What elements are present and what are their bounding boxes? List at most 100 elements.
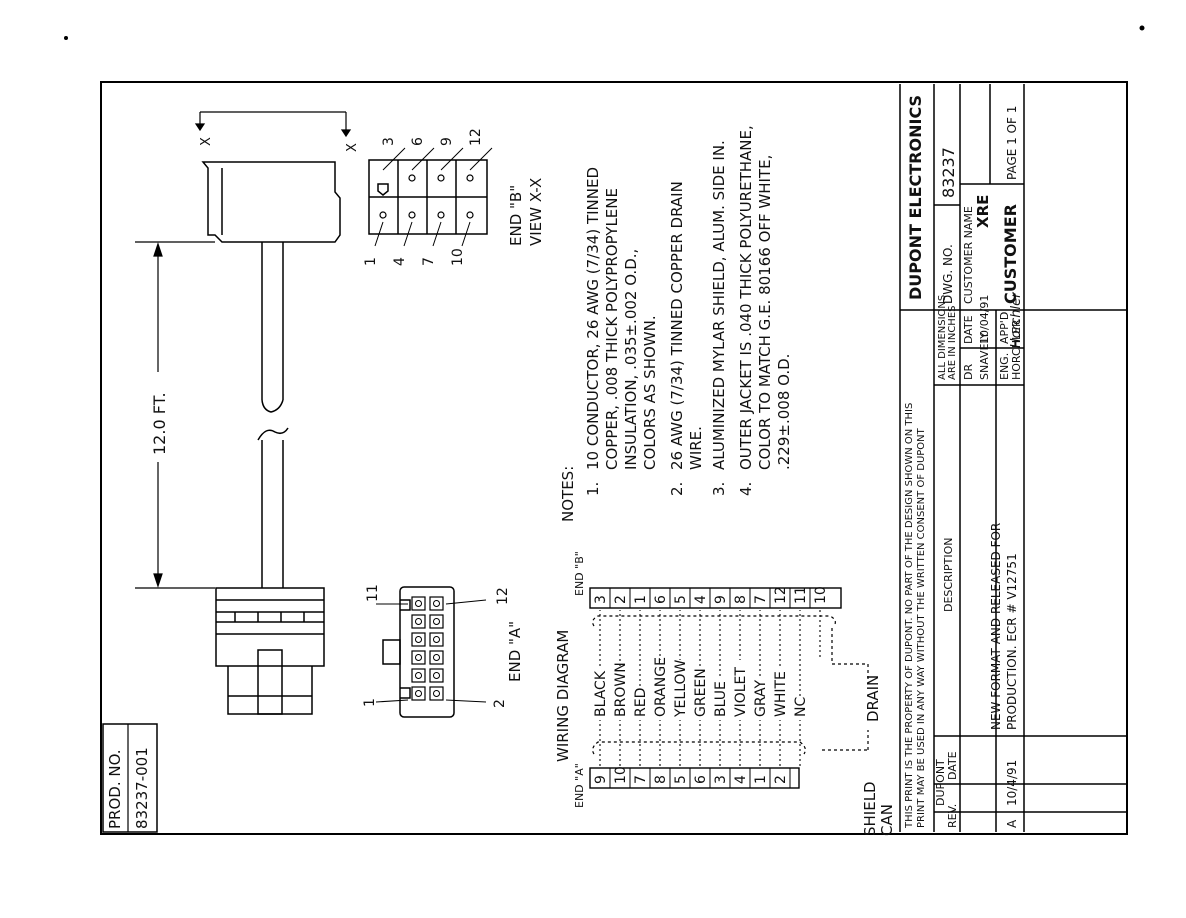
- end-a-contact: [411, 668, 426, 683]
- wiring-end-a-pin: 9: [593, 775, 609, 784]
- view-xx-label: VIEW X-X: [527, 178, 545, 246]
- note-4-line-2: COLOR TO MATCH G.E. 80166 OFF WHITE,: [756, 155, 774, 470]
- end-a-contact-pin: [433, 672, 440, 679]
- dr-name: SNAVELY: [978, 332, 991, 380]
- revision-desc-line-2: PRODUCTION. ECR # V12751: [1005, 553, 1019, 730]
- note-4-line-3: .229±.008 O.D.: [775, 354, 793, 470]
- wiring-end-b-pin: 6: [653, 595, 669, 604]
- end-a-contact: [429, 614, 444, 629]
- end-a-contact-pin: [433, 636, 440, 643]
- wiring-end-a-pin: 2: [773, 775, 789, 784]
- wiring-color-label: BROWN: [613, 662, 629, 717]
- notes: NOTES: 1. 10 CONDUCTOR, 26 AWG (7/34) TI…: [559, 125, 793, 522]
- approval-signature: Horchler: [1009, 291, 1024, 348]
- note-3-line-1: ALUMINIZED MYLAR SHIELD, ALUM. SIDE IN.: [710, 140, 728, 470]
- end-a-pin-1: 1: [362, 698, 378, 707]
- end-b-pin-number: 12: [468, 128, 484, 146]
- end-b-leader: [374, 221, 384, 247]
- speck: [1139, 25, 1145, 31]
- cable-break-lower: [257, 427, 289, 588]
- customer-label: CUSTOMER: [1001, 204, 1020, 304]
- end-a-contact: [429, 668, 444, 683]
- note-1-line-3: INSULATION, .035±.002 O.D.,: [622, 249, 640, 470]
- eng-label: ENG.: [998, 353, 1011, 380]
- can-label: CAN: [878, 804, 896, 836]
- wiring-label-backing: [711, 678, 729, 720]
- end-a-pin-2: 2: [492, 699, 508, 708]
- wiring-label-backing: [791, 696, 809, 720]
- revision-desc-line-1: NEW FORMAT AND RELEASED FOR: [989, 523, 1003, 730]
- dr-label: DR: [962, 364, 975, 380]
- end-a-contact: [411, 596, 426, 611]
- dims-line-1: ALL DIMENSIONS: [937, 295, 948, 380]
- wiring-color-label: GREEN: [693, 668, 709, 717]
- page-label: PAGE 1 OF 1: [1005, 106, 1019, 180]
- wiring-end-a-pin: 5: [673, 775, 689, 784]
- wiring-title: WIRING DIAGRAM: [554, 630, 572, 762]
- end-a-contact: [411, 650, 426, 665]
- shield-label: SHIELD: [861, 781, 879, 836]
- wiring-color-label: GRAY: [753, 680, 769, 717]
- end-b-pin-number: 4: [392, 257, 408, 266]
- end-a-contact-pin: [415, 618, 422, 625]
- end-a-contact-pin: [415, 636, 422, 643]
- dwg-no: 83237: [939, 147, 958, 198]
- wiring-end-a-pin: 8: [653, 775, 669, 784]
- wiring-label-backing: [731, 660, 749, 720]
- wiring-color-label: VIOLET: [733, 667, 749, 717]
- revision-letter: A: [1005, 819, 1019, 828]
- title-block-frame: [899, 84, 1127, 832]
- note-1-line-4: COLORS AS SHOWN.: [641, 315, 659, 470]
- wiring-end-b-pin: 3: [593, 595, 609, 604]
- prod-no-value: 83237-001: [133, 747, 151, 829]
- end-b-leader: [432, 221, 442, 247]
- end-a-cell-layer: [411, 596, 444, 701]
- section-marker-left: X: [199, 137, 214, 146]
- end-a-contact: [411, 614, 426, 629]
- customer-name: XRE: [974, 195, 992, 228]
- prod-no-block: PROD. NO. 83237-001: [102, 723, 158, 833]
- wiring-end-b-pin: 11: [793, 586, 809, 604]
- end-a-connector: [215, 587, 325, 715]
- proprietary-line-1: THIS PRINT IS THE PROPERTY OF DUPONT. NO…: [904, 403, 915, 829]
- end-b-pin-number: 9: [439, 137, 455, 146]
- end-b-connector: [201, 161, 341, 413]
- end-b-leader: [382, 147, 406, 171]
- length-label: 12.0 FT.: [150, 392, 169, 455]
- wiring-tables: [589, 587, 842, 789]
- end-a-contact-pin: [415, 654, 422, 661]
- end-a-contact: [429, 650, 444, 665]
- drain-label: DRAIN: [864, 675, 882, 722]
- end-a-contact: [429, 686, 444, 701]
- wiring-label-backing: [651, 660, 669, 720]
- note-2-line-1: 26 AWG (7/34) TINNED COPPER DRAIN: [668, 181, 686, 470]
- end-b-pin-number: 6: [410, 137, 426, 146]
- date-value: 10/04/91: [978, 295, 991, 344]
- end-b-pin-number: 7: [421, 257, 437, 266]
- dims-line-2: ARE IN INCHES: [947, 306, 958, 381]
- wiring-row-layer: 93BLACK102BROWN71RED86ORANGE55YELLOW64GR…: [591, 586, 829, 788]
- customer-name-label: CUSTOMER NAME: [962, 206, 975, 304]
- wiring-end-b-pin: 10: [813, 586, 829, 604]
- end-a-pin-12: 12: [495, 587, 511, 605]
- note-1-num: 1.: [584, 482, 602, 496]
- end-a-pin-11: 11: [365, 584, 381, 602]
- end-b-contact: [466, 174, 474, 182]
- wiring-end-a-pin: 6: [693, 775, 709, 784]
- end-b-contact: [408, 174, 416, 182]
- eng-name: HORCHLER: [1010, 319, 1023, 380]
- wiring-end-b-header: END "B": [573, 551, 586, 596]
- section-markers: [194, 111, 352, 138]
- end-a-contact-pin: [433, 690, 440, 697]
- wiring-label-backing: [671, 660, 689, 720]
- wiring-color-label: NC: [793, 697, 809, 717]
- date-label: DATE: [962, 315, 975, 344]
- end-b-leader: [440, 147, 464, 171]
- end-b-leader: [403, 221, 413, 247]
- note-4-num: 4.: [737, 482, 755, 496]
- revision-date: 10/4/91: [1005, 760, 1019, 806]
- wiring-color-label: RED: [633, 688, 649, 717]
- proprietary-line-2: PRINT MAY BE USED IN ANY WAY WITHOUT THE…: [916, 427, 927, 828]
- rev-head-desc: DESCRIPTION: [942, 538, 955, 612]
